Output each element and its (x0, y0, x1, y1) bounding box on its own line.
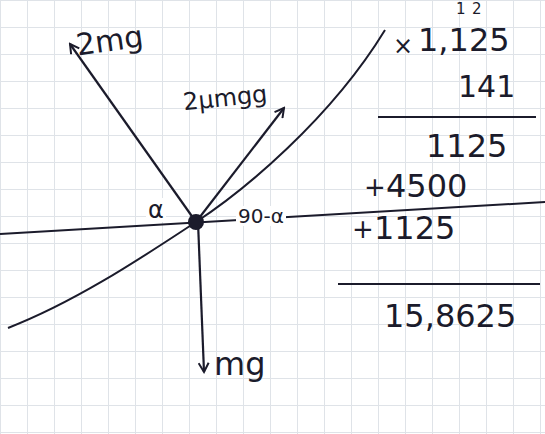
factor-number: 1,125 (418, 24, 510, 56)
factor-number: 141 (458, 72, 515, 102)
sum-line (378, 116, 536, 118)
sum-line (338, 283, 540, 285)
body-dot (188, 214, 204, 230)
angle-label: 90-α (236, 206, 286, 226)
operator-sign: + (352, 216, 374, 242)
trajectory-curve (8, 30, 385, 328)
partial-product: 1125 (374, 212, 455, 244)
operator-sign: × (393, 34, 413, 58)
gravity-arrow (198, 222, 204, 372)
force-arrow (70, 44, 196, 222)
operator-sign: + (364, 174, 386, 200)
force-label: mg (214, 348, 265, 380)
carry-digit: 2 (472, 2, 482, 17)
carry-digit: 1 (456, 2, 466, 17)
horizontal-line (0, 202, 545, 234)
angle-label: α (146, 198, 166, 222)
force-label: 2μmgg (182, 82, 268, 115)
friction-arrow (196, 108, 284, 222)
partial-product: 1125 (426, 130, 507, 162)
partial-product: 4500 (386, 170, 467, 202)
force-label: 2mg (74, 21, 145, 60)
result-number: 15,8625 (384, 300, 516, 332)
